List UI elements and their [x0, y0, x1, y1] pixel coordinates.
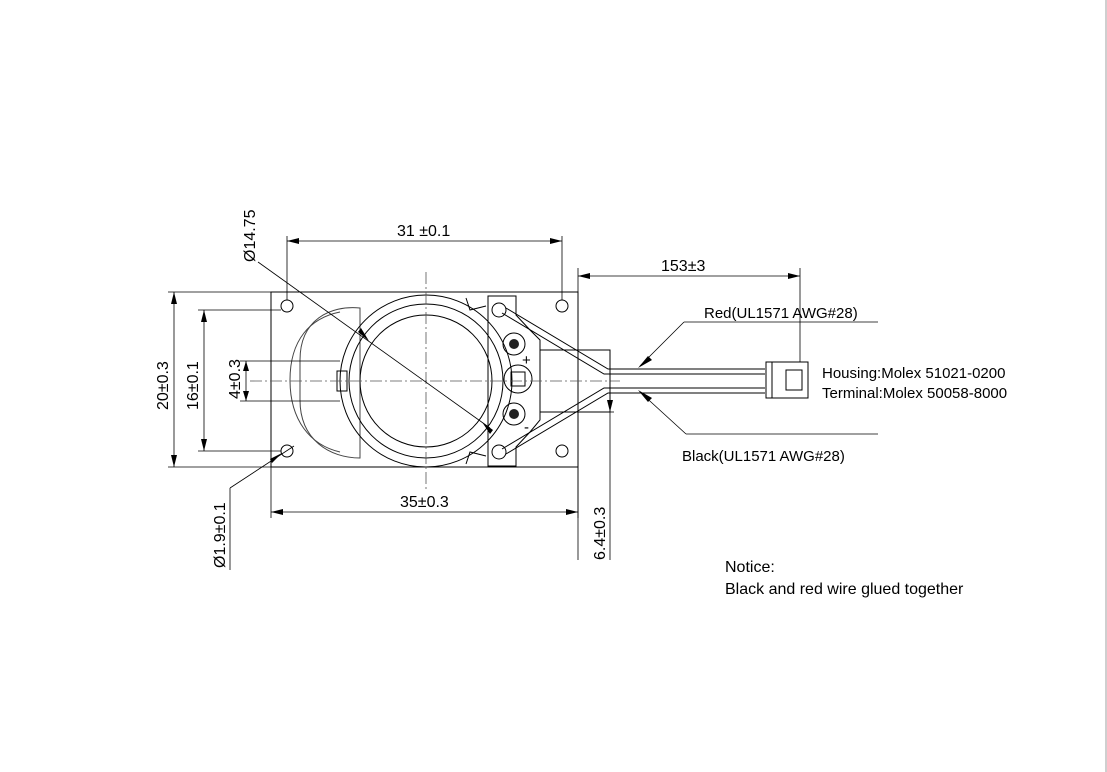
notice-title: Notice:: [725, 559, 775, 576]
terminal-pad: [491, 444, 507, 460]
mounting-hole: [280, 299, 294, 313]
dim-1-9-label: Ø1.9±0.1: [212, 502, 229, 568]
connector-latch: [785, 369, 803, 391]
terminal-ring: [502, 332, 526, 356]
dim-4: 4±0.3: [227, 359, 249, 401]
dim-6-4-label: 6.4±0.3: [592, 507, 609, 560]
black-leader: Black(UL1571 AWG#28): [638, 390, 878, 465]
terminal-ring: [502, 402, 526, 426]
notice-text: Black and red wire glued together: [725, 581, 964, 598]
dim-1-9: Ø1.9±0.1: [212, 445, 295, 570]
center-lines: [240, 272, 620, 490]
dim-16-label: 16±0.1: [185, 361, 202, 410]
black-wire-edge: [505, 392, 765, 455]
solder-dot: [509, 409, 519, 419]
dim-4-label: 4±0.3: [227, 359, 244, 399]
vent-square: [510, 371, 526, 387]
terminal-label: Terminal:Molex 50058-8000: [822, 385, 1007, 402]
black-wire-label: Black(UL1571 AWG#28): [682, 448, 845, 465]
solder-dot: [509, 339, 519, 349]
red-leader: Red(UL1571 AWG#28): [638, 305, 878, 368]
dim-16: 16±0.1: [185, 309, 281, 452]
housing-label: Housing:Molex 51021-0200: [822, 365, 1005, 382]
dim-14-75: Ø14.75: [242, 209, 493, 434]
wires: [501, 307, 765, 455]
dim-31: 31 ±0.1: [286, 223, 563, 300]
dim-20: 20±0.3: [155, 291, 271, 468]
dim-153-label: 153±3: [661, 258, 705, 275]
dim-6-4: 6.4±0.3: [577, 350, 614, 560]
dim-20-label: 20±0.3: [155, 361, 172, 410]
connector: [765, 361, 809, 399]
terminal-board: [487, 295, 541, 467]
ring-tab: [465, 451, 487, 465]
red-wire-label: Red(UL1571 AWG#28): [704, 305, 858, 322]
dim-35-label: 35±0.3: [400, 494, 449, 511]
black-wire-lower: [501, 387, 765, 450]
minus-mark: -: [524, 419, 529, 436]
terminal-pad: [491, 302, 507, 318]
mounting-hole: [555, 299, 569, 313]
red-wire-edge: [505, 307, 765, 370]
vent-ring: [503, 364, 533, 394]
mounting-hole: [555, 444, 569, 458]
dim-153: 153±3: [577, 258, 801, 362]
basket-back: [299, 307, 361, 459]
dim-35: 35±0.3: [270, 467, 579, 518]
basket-back-arc: [289, 379, 341, 453]
plus-mark: +: [522, 352, 531, 369]
basket-back-arc: [289, 311, 341, 381]
red-wire-upper: [501, 312, 765, 375]
ring-tab: [465, 297, 487, 311]
page-edge: [1105, 0, 1107, 772]
dim-14-75-label: Ø14.75: [242, 209, 259, 262]
dim-31-label: 31 ±0.1: [397, 223, 450, 240]
speaker-outline: + -: [270, 291, 611, 468]
connector-housing: [765, 361, 809, 399]
